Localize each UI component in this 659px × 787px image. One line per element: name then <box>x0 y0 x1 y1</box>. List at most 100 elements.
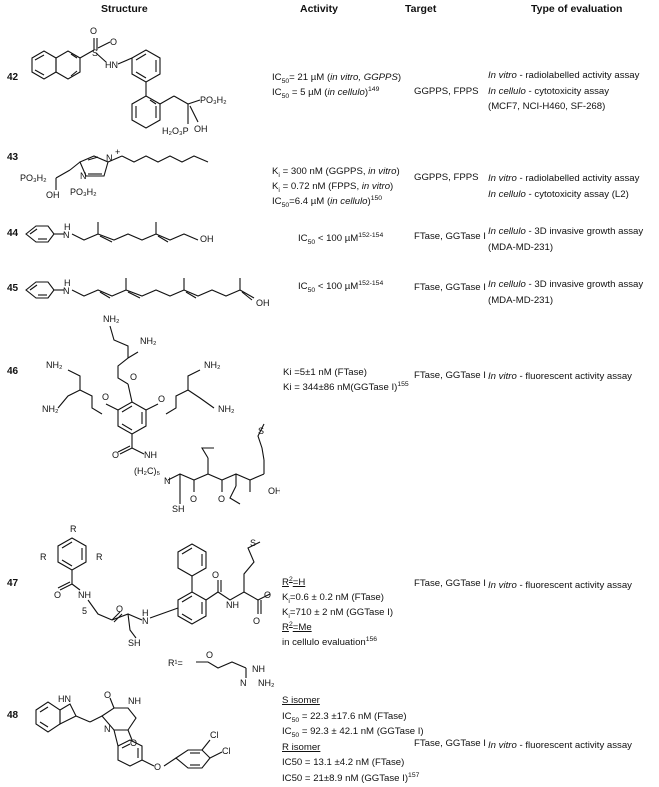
label: O <box>110 37 117 47</box>
label: O <box>218 494 225 504</box>
target-44: FTase, GGTase I <box>414 231 486 242</box>
evaluation-44: In cellulo - 3D invasive growth assay (MD… <box>488 224 643 255</box>
text-line: Ki=0.6 ± 0.2 nM (FTase) <box>282 592 384 605</box>
label: (H₂C)₅ <box>134 466 160 476</box>
header-activity: Activity <box>300 3 338 15</box>
label: N <box>164 476 171 486</box>
text-line: In cellulo - 3D invasive growth assay <box>488 226 644 237</box>
text-line: IC50 = 22.3 ±17.6 nM (FTase) <box>282 710 407 724</box>
label: O <box>104 690 111 700</box>
text-line: In vitro - radiolabelled activity assay <box>488 70 640 81</box>
label: H <box>142 608 149 618</box>
label: R <box>70 524 77 534</box>
text-line: (MDA-MD-231) <box>488 241 554 253</box>
structure-45: H N OH <box>25 278 270 308</box>
label: O <box>130 738 137 748</box>
label: NH₂ <box>258 678 275 688</box>
compound-number-42: 42 <box>7 72 19 83</box>
text-line: In cellulo - cytotoxicity assay (L2) <box>488 188 629 200</box>
text-line: IC50 = 5 µM (in cellulo)149 <box>272 85 380 100</box>
compound-number-44: 44 <box>7 228 19 239</box>
label: HN <box>105 60 118 70</box>
text-line: (MCF7, NCI-H460, SF-268) <box>488 101 606 112</box>
label: OH <box>200 234 214 244</box>
text-line: IC50 = 13.1 ±4.2 nM (FTase) <box>282 757 405 768</box>
structure-47: R R R O NH S O O O NH 5 O N H SH R¹= O N… <box>40 524 275 688</box>
text-line: R isomer <box>282 741 321 753</box>
target-48: FTase, GGTase I <box>414 738 486 749</box>
text-line: R2=H <box>282 575 306 588</box>
label: OH <box>46 190 60 198</box>
text-line: Ki =5±1 nM (FTase) <box>283 367 367 378</box>
label: O <box>212 570 219 580</box>
structure-42: O S O HN PO₃H₂ H₂O₃P OH <box>31 26 227 136</box>
label: SH <box>172 504 185 514</box>
label: NH <box>226 600 239 610</box>
label: PO₃H₂ <box>20 173 47 183</box>
text-line: IC50= 21 µM (in vitro, GGPPS) <box>272 72 402 85</box>
compound-number-48: 48 <box>7 710 19 721</box>
label: NH₂ <box>140 336 157 346</box>
label: O <box>190 494 197 504</box>
label: NH <box>128 696 141 706</box>
target-42: GGPPS, FPPS <box>414 86 479 97</box>
text-line: In vitro - fluorescent activity assay <box>488 371 632 382</box>
label: N <box>104 724 111 734</box>
label: N <box>80 171 87 181</box>
text-line: Ki = 344±86 nM(GGTase I)155 <box>283 380 409 393</box>
activity-46: Ki =5±1 nM (FTase) Ki = 344±86 nM(GGTase … <box>283 365 409 395</box>
structure-48: HN O NH N O O Cl Cl <box>35 690 231 772</box>
target-47: FTase, GGTase I <box>414 578 486 589</box>
label: O <box>264 590 271 600</box>
text-line: IC50=6.4 µM (in cellulo)150 <box>272 194 383 209</box>
target-46: FTase, GGTase I <box>414 370 486 381</box>
text-line: IC50 < 100 µM152-154 <box>298 279 384 294</box>
activity-45: IC50 < 100 µM152-154 <box>298 279 383 294</box>
label: S <box>250 538 256 548</box>
compound-number-46: 46 <box>7 366 19 377</box>
text-line: In vitro - fluorescent activity assay <box>488 740 632 751</box>
text-line: (MDA-MD-231) <box>488 294 554 306</box>
label: N <box>106 153 113 163</box>
structure-43: PO₃H₂ OH PO₃H₂ N N + <box>20 148 209 198</box>
label: N <box>240 678 247 688</box>
evaluation-45: In cellulo - 3D invasive growth assay (MD… <box>488 277 643 308</box>
text-line: R2=Me <box>282 620 312 633</box>
label: O <box>253 616 260 626</box>
label: S <box>92 48 98 58</box>
label: SH <box>128 638 141 648</box>
text-line: In vitro - fluorescent activity assay <box>488 580 632 591</box>
structure-44: H N OH <box>25 222 214 244</box>
label: O <box>102 392 109 402</box>
label: O <box>116 604 123 614</box>
text-line: In vitro - radiolabelled activity assay <box>488 173 640 184</box>
text-line: Ki = 0.72 nM (FPPS, in vitro) <box>272 181 394 194</box>
text-line: In cellulo - cytotoxicity assay <box>488 85 610 97</box>
header-structure: Structure <box>101 3 148 15</box>
evaluation-48: In vitro - fluorescent activity assay <box>488 738 632 754</box>
label: OH <box>268 486 280 496</box>
label: NH₂ <box>103 314 120 324</box>
label: R <box>40 552 47 562</box>
text-line: IC50 < 100 µM152-154 <box>298 231 384 246</box>
text-line: in cellulo evaluation156 <box>282 635 378 648</box>
label: S <box>258 426 264 436</box>
target-43: GGPPS, FPPS <box>414 172 479 183</box>
label: N <box>63 230 70 240</box>
evaluation-46: In vitro - fluorescent activity assay <box>488 369 632 385</box>
label: NH₂ <box>46 360 63 370</box>
activity-42: IC50= 21 µM (in vitro, GGPPS)IC50 = 5 µM… <box>272 70 401 100</box>
text-line: IC50 = 92.3 ± 42.1 nM (GGTase I) <box>282 726 424 739</box>
label: Cl <box>222 746 231 756</box>
label: NH <box>252 664 265 674</box>
label: O <box>112 450 119 460</box>
text-line: In cellulo - 3D invasive growth assay <box>488 279 644 290</box>
label: NH₂ <box>218 404 235 414</box>
label: N <box>142 616 149 626</box>
compound-number-45: 45 <box>7 283 19 294</box>
text-line: IC50 = 21±8.9 nM (GGTase I)157 <box>282 771 420 784</box>
